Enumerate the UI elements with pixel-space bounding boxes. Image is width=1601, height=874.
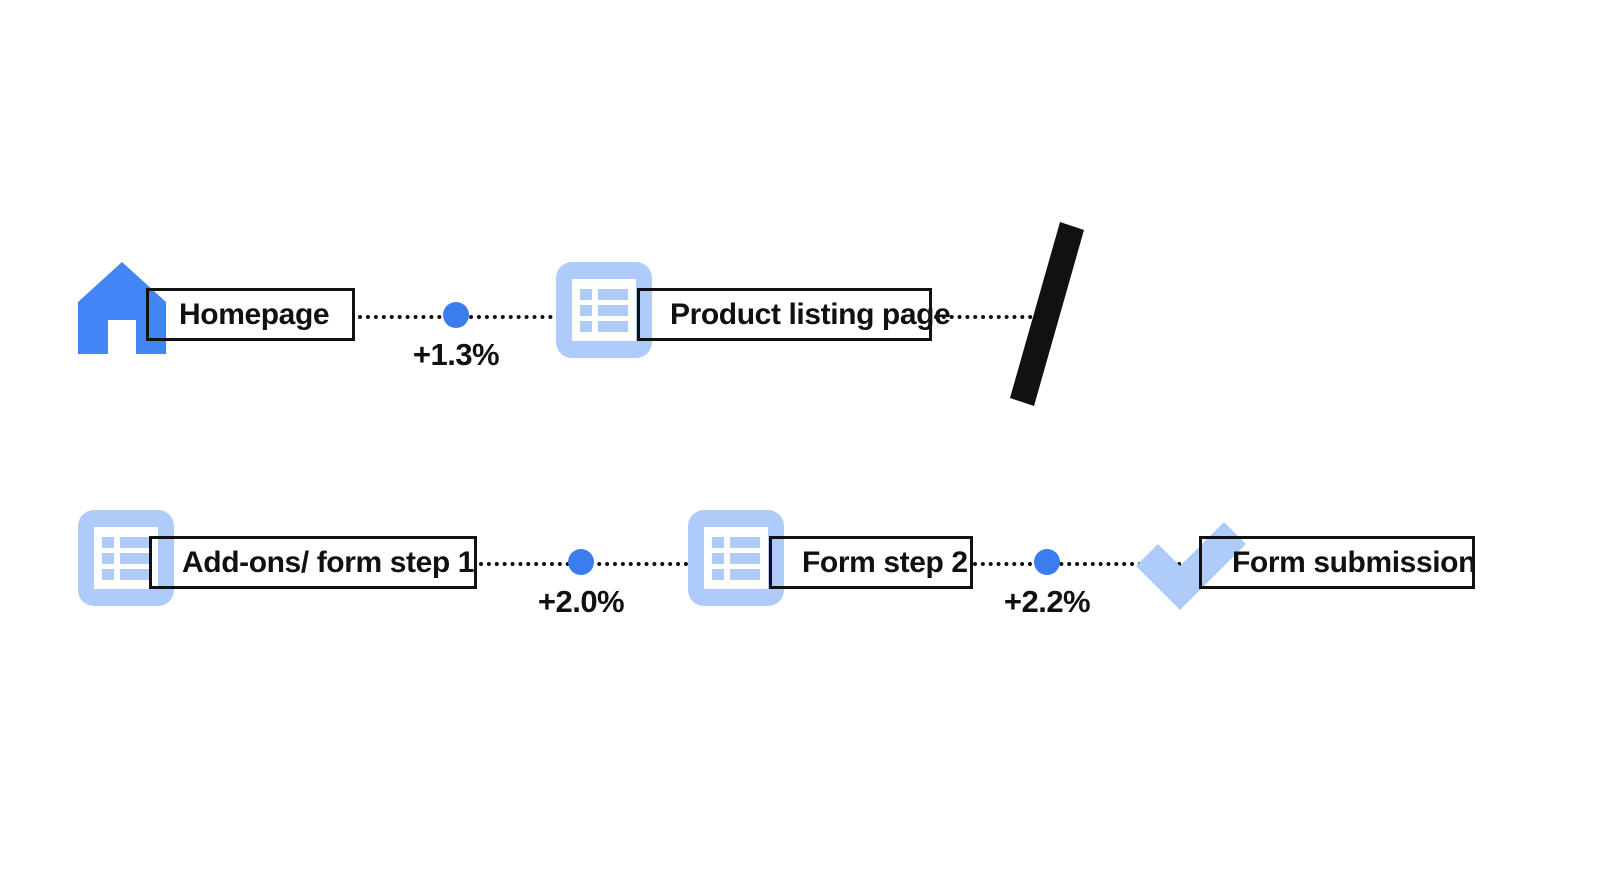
node-box-form-submission[interactable]: Form submission [1199,536,1477,589]
milestone-dot-homepage-to-plp[interactable] [443,302,469,328]
connector-line-formstep2-to-submission [973,562,1205,566]
connector-line-addons-to-formstep2 [479,562,775,566]
milestone-dot-addons-to-formstep2[interactable] [568,549,594,575]
delta-label-homepage-to-plp: +1.3% [412,337,500,372]
node-label-homepage: Homepage [179,297,330,331]
milestone-dot-formstep2-to-submission[interactable] [1034,549,1060,575]
node-label-form-step-2: Form step 2 [802,545,968,579]
list-page-icon-form-step-2 [688,510,784,606]
delta-label-addons-to-formstep2: +2.0% [537,584,625,619]
node-box-product-listing-page[interactable]: Product listing page [637,288,951,341]
node-box-form-step-2[interactable]: Form step 2 [769,536,973,589]
node-label-add-ons-form-step-1: Add-ons/ form step 1 [182,545,475,579]
house-icon [78,262,166,354]
node-label-product-listing-page: Product listing page [670,297,951,331]
diagonal-slash-icon [1004,222,1090,406]
connector-line-plp-to-break [934,315,1048,319]
list-page-icon-plp [556,262,652,358]
delta-label-formstep2-to-submission: +2.2% [1003,584,1091,619]
node-box-add-ons-form-step-1[interactable]: Add-ons/ form step 1 [149,536,477,589]
checkmark-icon [1128,508,1252,622]
node-box-homepage[interactable]: Homepage [146,288,355,341]
node-label-form-submission: Form submission [1232,545,1477,579]
connector-line-homepage-to-plp [358,315,640,319]
